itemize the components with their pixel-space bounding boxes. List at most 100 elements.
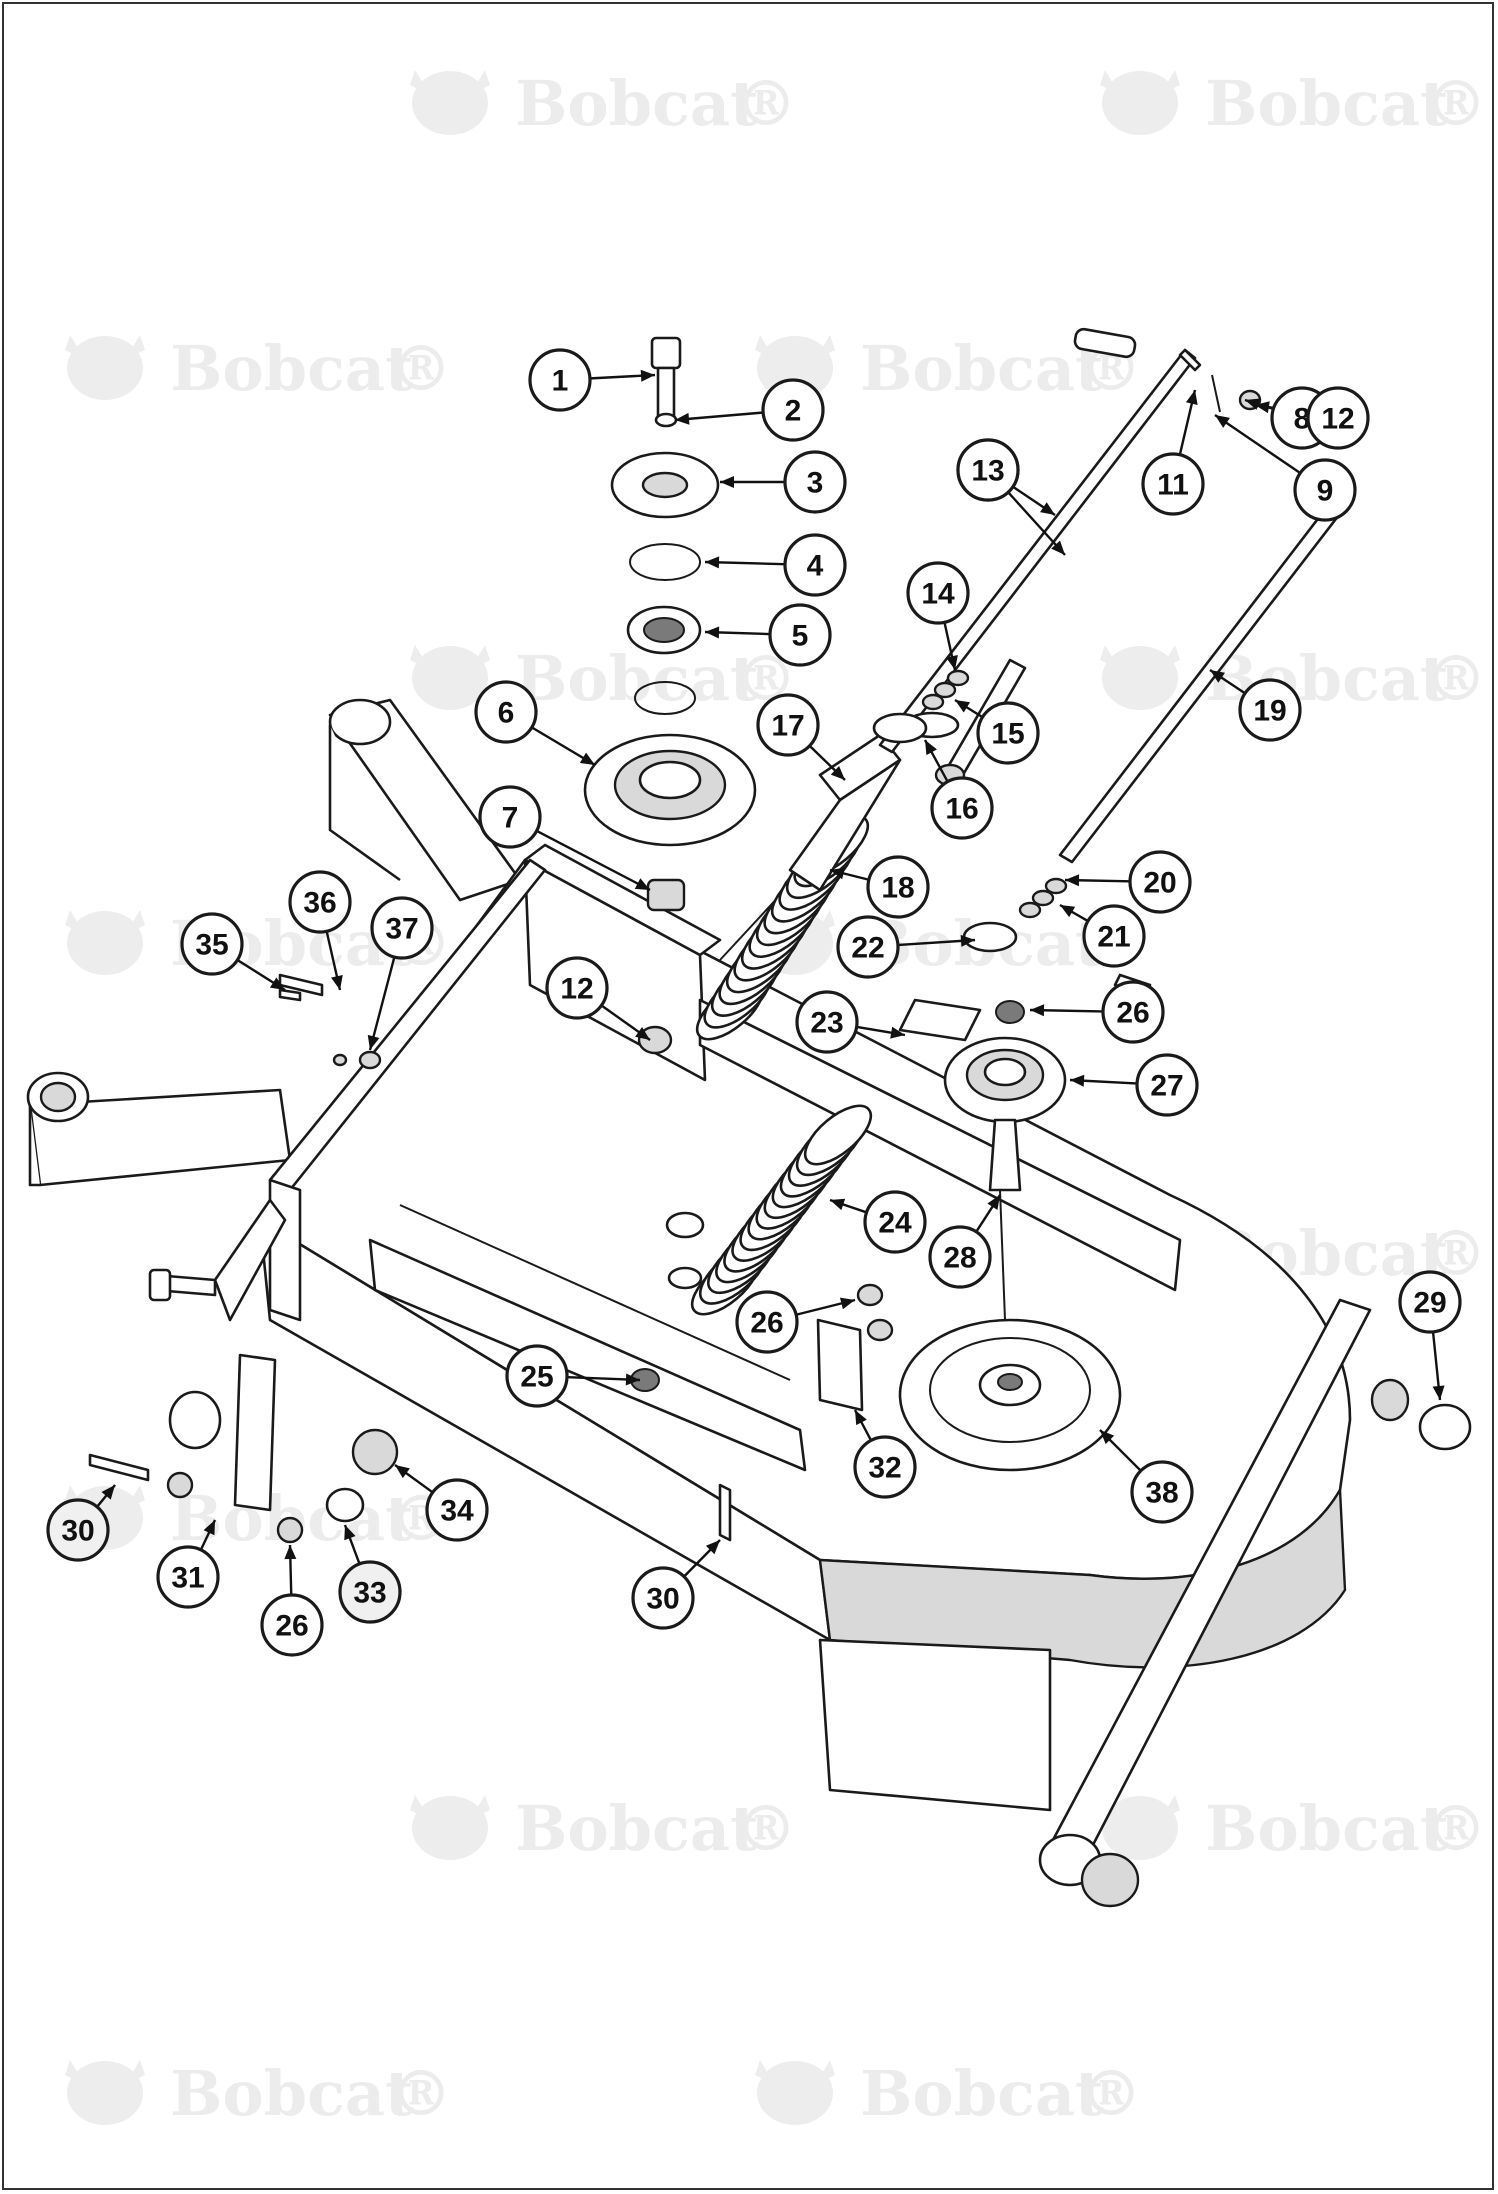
- callout-number: 26: [275, 1610, 308, 1643]
- leader-arrowhead: [960, 934, 975, 947]
- callout-number: 8: [1294, 403, 1311, 436]
- bobcat-logo-icon: [412, 71, 488, 135]
- leader-arrowhead: [1030, 1004, 1045, 1017]
- callout-9: 9: [1293, 458, 1357, 522]
- callout-number: 34: [440, 1495, 474, 1528]
- callout-circle: [863, 1190, 927, 1254]
- bobcat-logo-icon: [412, 1796, 488, 1860]
- watermark-registered-mark: ®: [390, 332, 452, 405]
- callout-circle: [735, 1290, 799, 1354]
- callout-15: 15: [976, 701, 1040, 765]
- bobcat-watermark: Bobcat®: [755, 2057, 1142, 2130]
- callout-30: 30: [631, 1566, 695, 1630]
- callout-13: 13: [956, 438, 1020, 502]
- mower-deck-drawing: [26, 327, 1472, 1908]
- callout-number: 1: [552, 365, 569, 398]
- leader-arrowhead: [395, 1465, 410, 1479]
- callout-number: 7: [502, 802, 519, 835]
- callout-number: 18: [881, 872, 914, 905]
- callout-circle: [1082, 904, 1146, 968]
- callout-number: 13: [971, 455, 1004, 488]
- callout-circle: [866, 855, 930, 919]
- leader-arrowhead: [1070, 1074, 1085, 1087]
- leader-arrowhead: [634, 878, 650, 890]
- callout-12: 12: [1306, 386, 1370, 450]
- callout-17: 17: [756, 693, 820, 757]
- callout-32: 32: [853, 1435, 917, 1499]
- leader-arrowhead: [579, 752, 595, 765]
- callout-number: 17: [771, 710, 804, 743]
- leader-lines: [96, 369, 1445, 1595]
- bobcat-watermark: Bobcat®: [410, 67, 797, 140]
- callout-circle: [338, 1560, 402, 1624]
- bobcat-logo-icon: [67, 336, 143, 400]
- callout-number: 30: [61, 1515, 94, 1548]
- washer: [933, 681, 957, 699]
- callout-number: 12: [1321, 403, 1354, 436]
- callout-circle: [545, 956, 609, 1020]
- callout-circle: [795, 990, 859, 1054]
- callout-number: 37: [385, 913, 418, 946]
- callout-number: 24: [878, 1207, 912, 1240]
- leader-arrowhead: [890, 1026, 905, 1039]
- callout-number: 27: [1150, 1070, 1183, 1103]
- leader-arrowhead: [331, 975, 343, 990]
- leader-arrowhead: [1060, 905, 1076, 918]
- callout-27: 27: [1135, 1053, 1199, 1117]
- callout-circle: [528, 348, 592, 412]
- bobcat-watermark: Bobcat®: [755, 332, 1142, 405]
- watermark-text: Bobcat: [1205, 67, 1449, 140]
- callout-circle: [930, 776, 994, 840]
- callout-circle: [1135, 1053, 1199, 1117]
- callout-number: 15: [991, 718, 1024, 751]
- callout-circle: [288, 870, 352, 934]
- callout-circle: [853, 1435, 917, 1499]
- leader-arrowhead: [830, 765, 845, 780]
- watermark-text: Bobcat: [860, 2057, 1104, 2130]
- callout-circle: [46, 1498, 110, 1562]
- callout-35: 35: [180, 912, 244, 976]
- leader-arrowhead: [855, 1410, 867, 1426]
- callout-12: 12: [545, 956, 609, 1020]
- callout-number: 22: [851, 932, 884, 965]
- washer: [921, 693, 945, 711]
- callout-circle: [783, 450, 847, 514]
- callout-circle: [956, 438, 1020, 502]
- callout-18: 18: [866, 855, 930, 919]
- leader-arrowhead: [946, 655, 958, 670]
- leader-arrowhead: [1210, 670, 1225, 683]
- callout-number: 33: [353, 1577, 386, 1610]
- callout-circle: [1130, 1460, 1194, 1524]
- callout-circle: [425, 1478, 489, 1542]
- leader-arrowhead: [705, 556, 720, 569]
- callout-19: 19: [1238, 678, 1302, 742]
- leader-arrowhead: [1255, 401, 1270, 414]
- bobcat-logo-icon: [1102, 646, 1178, 710]
- callout-number: 2: [785, 395, 802, 428]
- watermark-text: Bobcat: [170, 2057, 414, 2130]
- callout-11: 11: [1141, 452, 1205, 516]
- callout-circle: [505, 1344, 569, 1408]
- watermark-text: Bobcat: [515, 67, 759, 140]
- bobcat-watermark: Bobcat®: [410, 1792, 797, 1865]
- bobcat-logo-icon: [412, 646, 488, 710]
- callout-5: 5: [768, 603, 832, 667]
- bobcat-watermark: Bobcat®: [1100, 1792, 1487, 1865]
- leader-arrowhead: [284, 1545, 297, 1560]
- callout-number: 6: [498, 697, 515, 730]
- callout-group: 1234567891011121314151617181920212212232…: [46, 348, 1462, 1657]
- leader-arrowhead: [925, 740, 937, 756]
- callout-number: 19: [1253, 695, 1286, 728]
- callout-26: 26: [260, 1593, 324, 1657]
- bobcat-logo-icon: [67, 911, 143, 975]
- leader-line: [536, 830, 651, 892]
- leader-arrowhead: [839, 1297, 855, 1310]
- leader-line: [1214, 414, 1301, 474]
- callout-26: 26: [1101, 980, 1165, 1044]
- callout-number: 3: [807, 467, 824, 500]
- callout-circle: [260, 1593, 324, 1657]
- bobcat-watermark: Bobcat®: [65, 332, 452, 405]
- callout-20: 20: [1128, 850, 1192, 914]
- callout-number: 16: [945, 793, 978, 826]
- callout-circle: [478, 785, 542, 849]
